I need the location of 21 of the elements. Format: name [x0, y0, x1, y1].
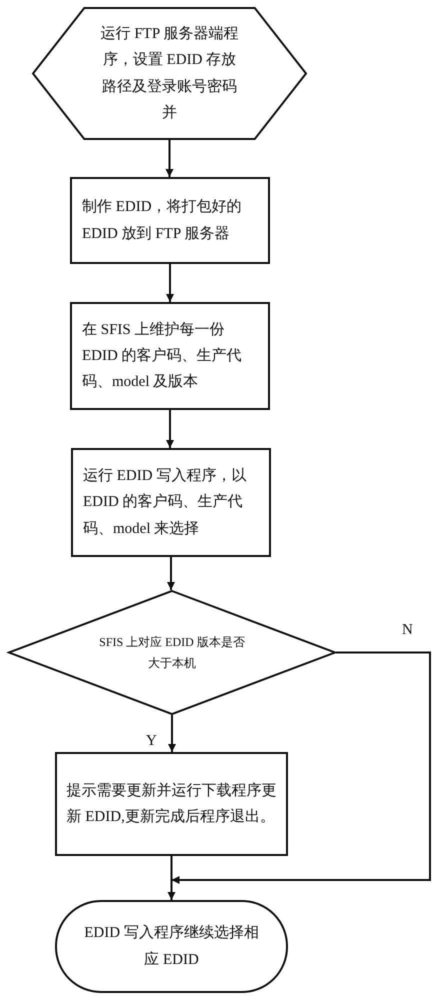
- step-text: EDID 写入程序继续选择相应 EDID: [83, 923, 260, 970]
- step-text: 运行 EDID 写入程序，以 EDID 的客户码、生产代码、model 来选择: [83, 466, 248, 539]
- arrow: [166, 410, 174, 448]
- process-box: [55, 752, 288, 856]
- terminal-shape: [55, 900, 288, 993]
- process-box: [70, 302, 270, 410]
- arrow: [167, 557, 175, 590]
- step-text: 提示需要更新并运行下载程序更新 EDID,更新完成后程序退出。: [66, 781, 276, 827]
- step-text: 运行 FTP 服务器端程序，设置 EDID 存放路径及登录账号密码并: [100, 24, 240, 123]
- arrow: [172, 652, 431, 884]
- step-text: 在 SFIS 上维护每一份 EDID 的客户码、生产代码、model 及版本: [82, 320, 243, 392]
- arrow: [168, 715, 176, 752]
- process-box: [71, 448, 271, 557]
- step-text: SFIS 上对应 EDID 版本是否大于本机: [98, 634, 246, 672]
- step-text: 制作 EDID，将打包好的 EDID 放到 FTP 服务器: [82, 198, 243, 244]
- arrow: [166, 140, 174, 177]
- preparation-hexagon: [32, 7, 307, 140]
- arrow: [168, 880, 176, 900]
- arrow: [166, 264, 174, 302]
- decision-diamond: [8, 590, 336, 715]
- process-box: [70, 177, 270, 264]
